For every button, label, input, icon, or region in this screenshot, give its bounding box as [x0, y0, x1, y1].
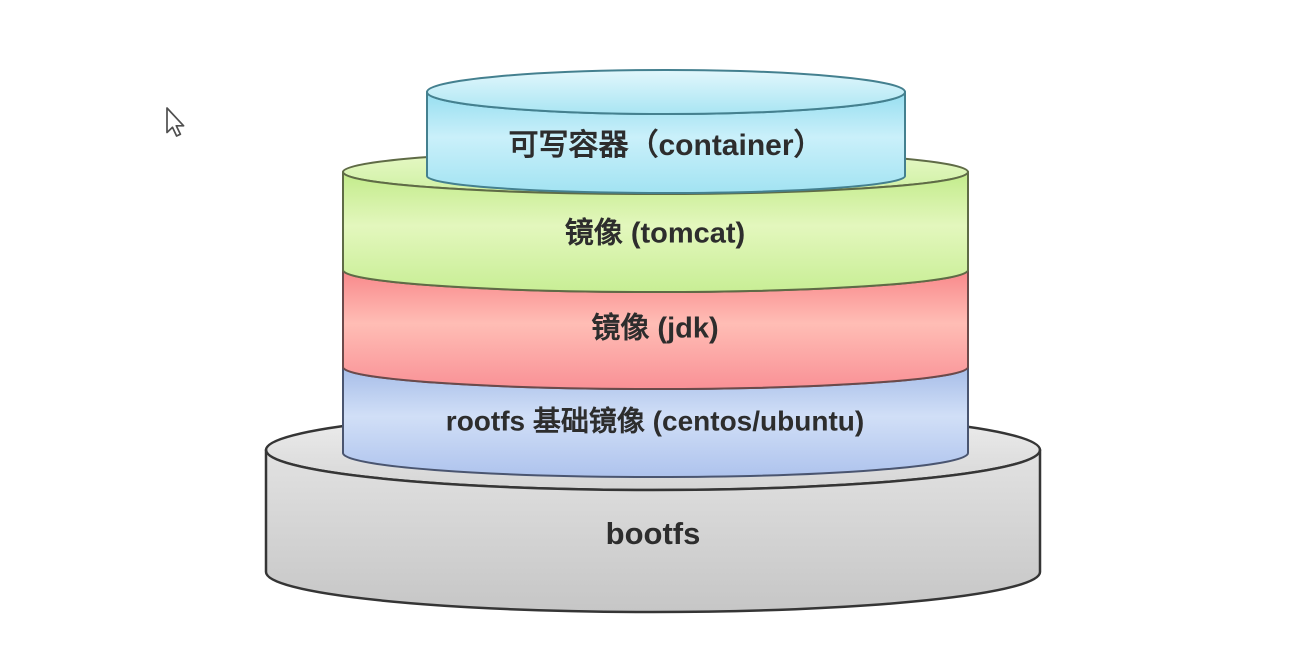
layer-label-bootfs: bootfs	[606, 516, 701, 551]
layer-label-rootfs: rootfs 基础镜像 (centos/ubuntu)	[446, 404, 864, 436]
container-top-ellipse	[426, 69, 906, 115]
tomcat-body	[342, 171, 969, 293]
layer-label-container: 可写容器（container）	[508, 128, 823, 162]
layer-label-tomcat: 镜像 (tomcat)	[565, 216, 745, 250]
mouse-cursor-icon	[166, 107, 185, 137]
bootfs-body	[264, 448, 1042, 614]
cylinder-container	[426, 69, 906, 194]
layer-label-jdk: 镜像 (jdk)	[591, 311, 718, 345]
